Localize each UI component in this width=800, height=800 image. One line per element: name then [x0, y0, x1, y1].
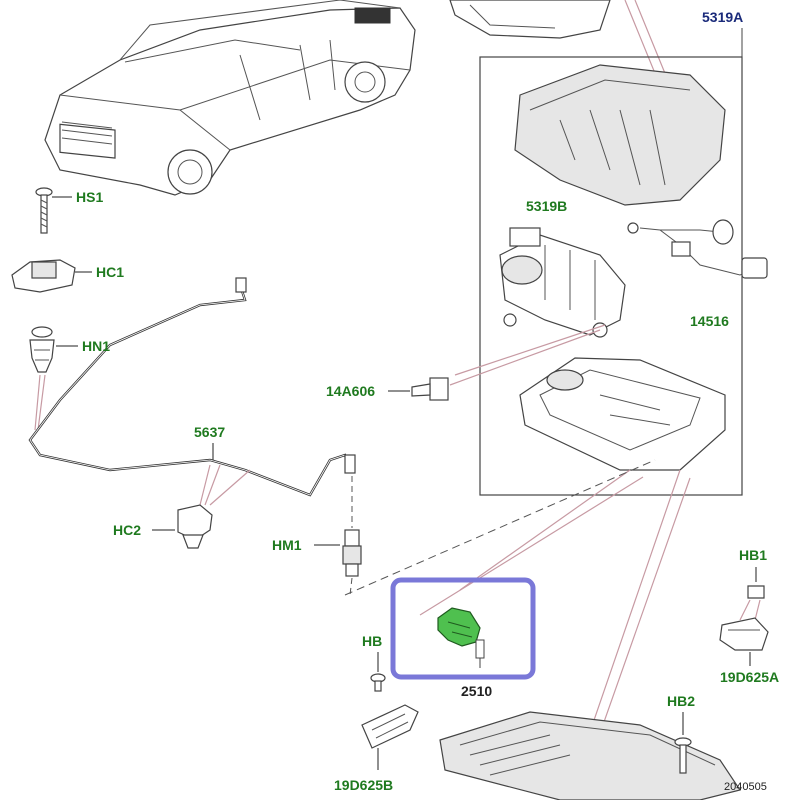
- label-14a606: 14A606: [326, 383, 375, 399]
- bolt-hb: [370, 652, 386, 692]
- label-hn1: HN1: [82, 338, 110, 354]
- label-14516: 14516: [690, 313, 729, 329]
- label-hm1: HM1: [272, 537, 302, 553]
- reference-number: 2040505: [724, 781, 767, 793]
- underbody-shield: [439, 711, 741, 800]
- label-2510: 2510: [461, 683, 492, 699]
- connector-hm1: [342, 529, 362, 577]
- wiring-harness: [627, 219, 768, 279]
- clip-hc2: [177, 504, 213, 549]
- label-hs1: HS1: [76, 189, 103, 205]
- compressor-mounting-bracket: [519, 357, 726, 471]
- label-hb2: HB2: [667, 693, 695, 709]
- air-compressor: [499, 227, 626, 338]
- top-cover-fragment: [449, 0, 611, 39]
- compressor-cover: [514, 64, 726, 206]
- label-19d625a: 19D625A: [720, 669, 779, 685]
- label-hb: HB: [362, 633, 382, 649]
- label-5637: 5637: [194, 424, 225, 440]
- label-5319b: 5319B: [526, 198, 567, 214]
- label-19d625b: 19D625B: [334, 777, 393, 793]
- bolt-hs1: [35, 187, 53, 234]
- vehicle-illustration: [44, 0, 416, 196]
- heatshield-19d625b: [361, 704, 419, 749]
- clip-hc1: [11, 259, 76, 293]
- bolt-hb2: [674, 712, 692, 774]
- label-hc1: HC1: [96, 264, 124, 280]
- label-hc2: HC2: [113, 522, 141, 538]
- highlight-box-2510: [390, 577, 536, 680]
- nut-hn1: [29, 326, 55, 373]
- label-hb1: HB1: [739, 547, 767, 563]
- air-pipe-5637: [28, 277, 356, 497]
- valve-14a606: [411, 377, 449, 401]
- bolt-hb1: [739, 567, 765, 621]
- bracket-19d625a: [719, 617, 769, 651]
- label-5319a: 5319A: [702, 9, 743, 25]
- sensor-2510[interactable]: [437, 607, 485, 668]
